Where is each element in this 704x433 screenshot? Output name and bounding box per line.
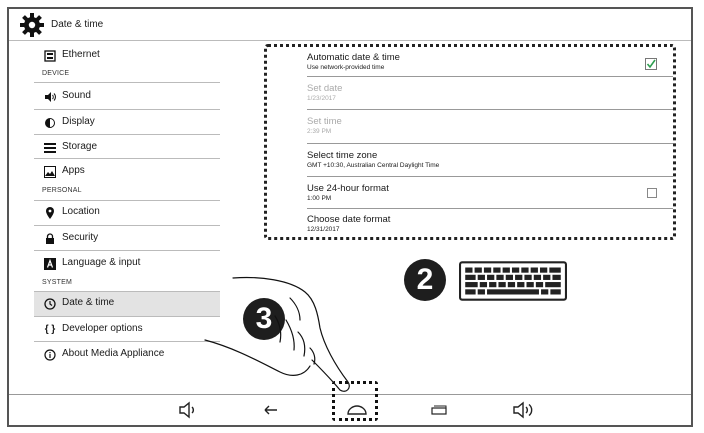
setting-title: Choose date format [307, 214, 391, 225]
automatic-date-time-checkbox[interactable] [645, 58, 657, 70]
callout-badge-3: 3 [243, 298, 285, 340]
keyboard-icon [459, 261, 567, 301]
speaker-icon [45, 92, 56, 102]
divider [34, 82, 220, 83]
sidebar-item-about[interactable]: About Media Appliance [34, 343, 220, 367]
sidebar-item-language-input[interactable]: Language & input [34, 252, 220, 276]
navigation-bar [9, 394, 691, 425]
home-icon[interactable] [345, 399, 369, 421]
setting-subtitle: 1/23/2017 [307, 95, 336, 102]
ethernet-icon [44, 50, 56, 62]
sidebar-item-security[interactable]: Security [34, 227, 220, 251]
divider [307, 76, 673, 77]
sidebar-item-label: Developer options [62, 323, 143, 334]
setting-subtitle: Use network-provided time [307, 64, 385, 71]
setting-title: Set date [307, 83, 343, 94]
setting-subtitle: GMT +10:30, Australian Central Daylight … [307, 162, 440, 169]
divider [34, 109, 220, 110]
sidebar-item-label: Location [62, 206, 100, 217]
sidebar-item-ethernet[interactable]: Ethernet [34, 44, 220, 68]
divider [307, 176, 673, 177]
sidebar-item-label: Storage [62, 141, 98, 152]
braces-icon: { } [44, 324, 56, 335]
back-icon[interactable] [259, 399, 283, 421]
sidebar-item-storage[interactable]: Storage [34, 136, 220, 160]
sidebar-item-developer-options[interactable]: { } Developer options [34, 318, 220, 342]
title-bar: Date & time [9, 9, 691, 41]
setting-title: Select time zone [307, 150, 378, 161]
screen-frame [7, 7, 693, 427]
lock-icon [46, 233, 54, 244]
setting-title: Set time [307, 116, 342, 127]
divider [34, 134, 220, 135]
setting-select-time-zone[interactable]: Select time zone GMT +10:30, Australian … [307, 150, 663, 169]
sidebar-item-display[interactable]: Display [34, 111, 220, 135]
setting-subtitle: 12/31/2017 [307, 226, 340, 233]
page-title: Date & time [51, 19, 104, 30]
date-time-settings-panel: Automatic date & time Use network-provid… [264, 44, 676, 240]
sidebar-item-label: Display [62, 116, 95, 127]
setting-subtitle: 1:00 PM [307, 195, 332, 202]
sidebar-item-label: Sound [62, 90, 91, 101]
sidebar-item-location[interactable]: Location [34, 201, 220, 225]
sidebar-item-label: Date & time [62, 297, 115, 308]
home-button-highlight [332, 381, 378, 421]
section-header-personal: PERSONAL [42, 187, 82, 194]
sidebar-item-label: Ethernet [62, 49, 100, 60]
apps-icon [44, 166, 56, 178]
sidebar-item-label: Language & input [62, 257, 141, 268]
storage-icon [44, 143, 56, 153]
divider [34, 250, 220, 251]
sidebar-item-label: About Media Appliance [62, 348, 165, 359]
clock-icon [44, 298, 56, 310]
divider [34, 341, 220, 342]
sidebar-item-apps[interactable]: Apps [34, 160, 220, 184]
setting-title: Automatic date & time [307, 52, 400, 63]
sidebar-item-date-time[interactable]: Date & time [34, 292, 220, 316]
volume-down-icon[interactable] [176, 399, 200, 421]
section-header-device: DEVICE [42, 70, 70, 77]
setting-use-24-hour-format[interactable]: Use 24-hour format 1:00 PM [307, 183, 663, 202]
divider [34, 200, 220, 201]
setting-title: Use 24-hour format [307, 183, 389, 194]
setting-automatic-date-time[interactable]: Automatic date & time Use network-provid… [307, 52, 663, 71]
sidebar-item-label: Security [62, 232, 99, 243]
divider [307, 208, 673, 209]
sidebar-item-label: Apps [62, 165, 85, 176]
setting-choose-date-format[interactable]: Choose date format 12/31/2017 [307, 214, 663, 233]
location-pin-icon [46, 207, 54, 219]
divider [34, 225, 220, 226]
sidebar-item-sound[interactable]: Sound [34, 85, 220, 109]
recents-icon[interactable] [427, 399, 451, 421]
setting-set-time: Set time 2:39 PM [307, 116, 663, 135]
divider [307, 109, 673, 110]
brightness-icon [45, 118, 55, 128]
setting-set-date: Set date 1/23/2017 [307, 83, 663, 102]
volume-up-icon[interactable] [511, 399, 535, 421]
use-24-hour-format-checkbox[interactable] [647, 188, 657, 198]
info-icon [44, 349, 56, 361]
divider [307, 143, 673, 144]
gear-icon [20, 13, 44, 37]
divider [34, 316, 220, 317]
divider [34, 158, 220, 159]
setting-subtitle: 2:39 PM [307, 128, 332, 135]
keyboard-letter-icon [44, 258, 56, 270]
pointing-hand-illustration [204, 276, 350, 392]
callout-badge-2: 2 [404, 259, 446, 301]
section-header-system: SYSTEM [42, 279, 72, 286]
divider [34, 291, 220, 292]
